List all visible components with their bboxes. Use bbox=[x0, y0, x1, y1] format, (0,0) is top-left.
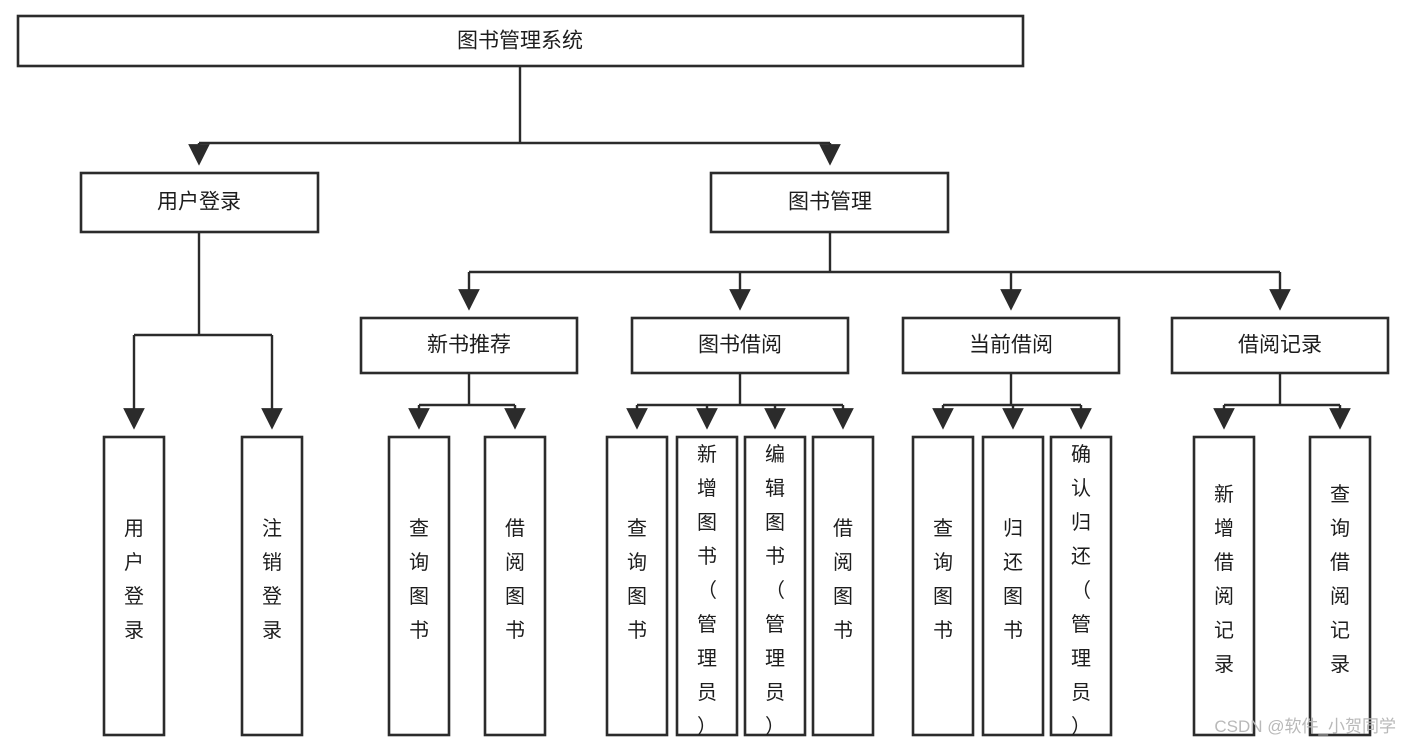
node-book-borrow[interactable]: 图书借阅 bbox=[630, 316, 850, 375]
node-leaf-add-book[interactable]: 新增图书（管理员） bbox=[675, 435, 739, 738]
node-leaf-borrow-book-1-box[interactable] bbox=[483, 435, 547, 737]
node-leaf-confirm-return[interactable]: 确认归还（管理员） bbox=[1049, 435, 1113, 738]
node-leaf-return-book[interactable]: 归还图书 bbox=[981, 435, 1045, 737]
node-leaf-user-login-label: 用户登录 bbox=[124, 518, 144, 642]
node-new-book-recommend-label: 新书推荐 bbox=[427, 334, 511, 357]
node-leaf-user-logout[interactable]: 注销登录 bbox=[240, 435, 304, 737]
node-leaf-user-logout-box[interactable] bbox=[240, 435, 304, 737]
node-leaf-query-record-label: 查询借阅记录 bbox=[1330, 483, 1350, 676]
node-leaf-query-record-box[interactable] bbox=[1308, 435, 1372, 737]
node-leaf-edit-book-label: 编辑图书（管理员） bbox=[765, 443, 785, 738]
node-book-borrow-box[interactable] bbox=[630, 316, 850, 375]
node-leaf-confirm-return-box[interactable] bbox=[1049, 435, 1113, 737]
node-leaf-return-book-label: 归还图书 bbox=[1003, 517, 1023, 642]
node-leaf-borrow-book-2-box[interactable] bbox=[811, 435, 875, 737]
node-borrow-record[interactable]: 借阅记录 bbox=[1170, 316, 1390, 375]
node-leaf-query-book-2[interactable]: 查询图书 bbox=[605, 435, 669, 737]
node-leaf-query-book-3-box[interactable] bbox=[911, 435, 975, 737]
node-user-login-label: 用户登录 bbox=[157, 191, 241, 214]
node-leaf-query-book-1-box[interactable] bbox=[387, 435, 451, 737]
node-book-borrow-label: 图书借阅 bbox=[698, 334, 782, 357]
node-leaf-borrow-book-1[interactable]: 借阅图书 bbox=[483, 435, 547, 737]
node-leaf-add-book-label: 新增图书（管理员） bbox=[697, 443, 717, 738]
node-current-borrow[interactable]: 当前借阅 bbox=[901, 316, 1121, 375]
node-leaf-query-book-2-label: 查询图书 bbox=[627, 517, 647, 642]
node-user-login-box[interactable] bbox=[79, 171, 320, 234]
node-leaf-borrow-book-2-label: 借阅图书 bbox=[833, 517, 853, 642]
node-user-login[interactable]: 用户登录 bbox=[79, 171, 320, 234]
node-new-book-recommend-box[interactable] bbox=[359, 316, 579, 375]
node-leaf-add-record-box[interactable] bbox=[1192, 435, 1256, 737]
connector-layer bbox=[123, 66, 1351, 430]
node-leaf-user-login-box[interactable] bbox=[102, 435, 166, 737]
node-leaf-query-book-1-label: 查询图书 bbox=[409, 517, 429, 642]
node-root-label: 图书管理系统 bbox=[457, 30, 583, 53]
node-leaf-add-book-box[interactable] bbox=[675, 435, 739, 737]
node-leaf-query-book-1[interactable]: 查询图书 bbox=[387, 435, 451, 737]
node-leaf-borrow-book-2[interactable]: 借阅图书 bbox=[811, 435, 875, 737]
node-leaf-edit-book-box[interactable] bbox=[743, 435, 807, 737]
node-leaf-query-book-3[interactable]: 查询图书 bbox=[911, 435, 975, 737]
node-book-manage-box[interactable] bbox=[709, 171, 950, 234]
node-current-borrow-label: 当前借阅 bbox=[969, 334, 1053, 357]
node-current-borrow-box[interactable] bbox=[901, 316, 1121, 375]
node-leaf-query-book-2-box[interactable] bbox=[605, 435, 669, 737]
node-leaf-edit-book[interactable]: 编辑图书（管理员） bbox=[743, 435, 807, 738]
node-root[interactable]: 图书管理系统 bbox=[16, 14, 1025, 68]
watermark-text: CSDN @软件_小贺同学 bbox=[1214, 717, 1396, 736]
node-borrow-record-label: 借阅记录 bbox=[1238, 334, 1322, 357]
node-book-manage-label: 图书管理 bbox=[788, 191, 872, 214]
node-leaf-user-logout-label: 注销登录 bbox=[262, 517, 282, 642]
node-book-manage[interactable]: 图书管理 bbox=[709, 171, 950, 234]
node-leaf-return-book-box[interactable] bbox=[981, 435, 1045, 737]
node-leaf-query-record[interactable]: 查询借阅记录 bbox=[1308, 435, 1372, 737]
node-root-box[interactable] bbox=[16, 14, 1025, 68]
node-leaf-borrow-book-1-label: 借阅图书 bbox=[505, 517, 525, 642]
node-leaf-confirm-return-label: 确认归还（管理员） bbox=[1071, 443, 1091, 738]
node-new-book-recommend[interactable]: 新书推荐 bbox=[359, 316, 579, 375]
node-leaf-add-record[interactable]: 新增借阅记录 bbox=[1192, 435, 1256, 737]
node-leaf-user-login[interactable]: 用户登录 bbox=[102, 435, 166, 737]
node-borrow-record-box[interactable] bbox=[1170, 316, 1390, 375]
node-leaf-query-book-3-label: 查询图书 bbox=[933, 517, 953, 642]
leaf-node-layer: 用户登录 注销登录 查询图书 借阅图书 查询图书 新增图书（管理员） 编辑图书（管理员） 借阅… bbox=[102, 435, 1372, 738]
node-leaf-add-record-label: 新增借阅记录 bbox=[1214, 483, 1234, 676]
